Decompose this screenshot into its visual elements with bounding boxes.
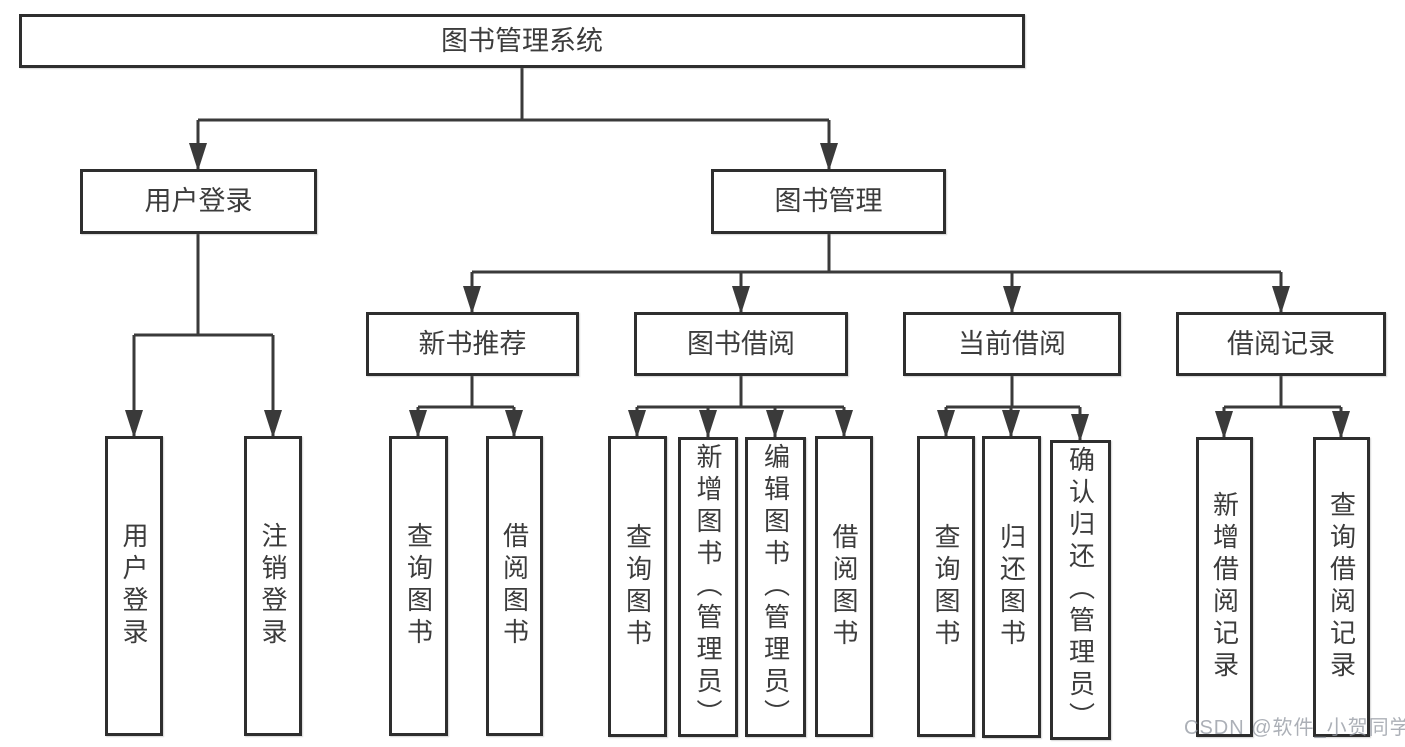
arrowhead xyxy=(1332,411,1350,439)
node-leaf-br-query-label: 查询借阅记录 xyxy=(1326,491,1357,683)
node-leaf-cb-query-label: 查询图书 xyxy=(931,522,961,651)
node-leaf-logout: 注销登录 xyxy=(244,436,302,736)
connector-book-borrow-to-leaves xyxy=(628,376,853,438)
arrowhead xyxy=(264,410,282,438)
node-leaf-user-login: 用户登录 xyxy=(105,436,163,736)
node-book-borrow: 图书借阅 xyxy=(634,312,848,376)
node-leaf-cb-confirm-label: 确认归还（管理员） xyxy=(1065,446,1096,734)
node-user-login: 用户登录 xyxy=(80,169,317,234)
node-leaf-user-login-label: 用户登录 xyxy=(119,522,149,650)
connector-line xyxy=(196,68,831,170)
arrowhead xyxy=(189,143,207,171)
connector-user-login-to-leaves xyxy=(125,234,282,438)
connector-line xyxy=(416,376,516,437)
arrowhead xyxy=(628,410,646,438)
arrowhead xyxy=(1215,411,1233,439)
arrowhead xyxy=(1071,414,1089,442)
node-book-mgmt: 图书管理 xyxy=(711,169,946,234)
connector-new-book-rec-to-leaves xyxy=(409,376,523,438)
node-leaf-bb-query-label: 查询图书 xyxy=(622,522,653,651)
arrowhead xyxy=(820,143,838,171)
node-leaf-rec-borrow: 借阅图书 xyxy=(486,436,543,736)
arrowhead xyxy=(937,410,955,438)
node-leaf-cb-return-label: 归还图书 xyxy=(996,523,1027,651)
arrowhead xyxy=(463,286,481,314)
node-leaf-bb-borrow-label: 借阅图书 xyxy=(829,522,859,651)
node-book-mgmt-label: 图书管理 xyxy=(774,186,883,216)
node-current-borrow-label: 当前借阅 xyxy=(958,328,1066,359)
node-leaf-bb-edit: 编辑图书（管理员） xyxy=(745,437,806,737)
node-root: 图书管理系统 xyxy=(19,14,1025,68)
node-leaf-cb-return: 归还图书 xyxy=(982,436,1041,738)
arrowhead xyxy=(505,410,523,438)
node-leaf-br-add-label: 新增借阅记录 xyxy=(1209,491,1240,683)
arrowhead xyxy=(409,410,427,438)
node-leaf-rec-borrow-label: 借阅图书 xyxy=(499,522,530,650)
connector-line xyxy=(132,234,275,437)
node-leaf-bb-edit-label: 编辑图书（管理员） xyxy=(760,443,791,731)
node-leaf-rec-query-label: 查询图书 xyxy=(403,522,434,650)
node-leaf-bb-add: 新增图书（管理员） xyxy=(678,437,738,737)
connector-borrow-records-to-leaves xyxy=(1215,376,1350,439)
connector-line xyxy=(470,234,1283,313)
node-current-borrow: 当前借阅 xyxy=(903,312,1121,376)
arrowhead xyxy=(1003,286,1021,314)
node-leaf-br-query: 查询借阅记录 xyxy=(1313,437,1370,737)
node-new-book-rec: 新书推荐 xyxy=(366,312,579,376)
arrowhead xyxy=(125,410,143,438)
connector-line xyxy=(1222,376,1343,438)
arrowhead xyxy=(699,410,717,438)
node-user-login-label: 用户登录 xyxy=(144,186,253,216)
connector-root-to-level2 xyxy=(189,68,838,171)
node-leaf-logout-label: 注销登录 xyxy=(258,522,288,650)
node-book-borrow-label: 图书借阅 xyxy=(687,328,795,359)
arrowhead xyxy=(766,410,784,438)
node-leaf-bb-borrow: 借阅图书 xyxy=(815,436,873,737)
node-leaf-br-add: 新增借阅记录 xyxy=(1196,437,1253,737)
arrowhead xyxy=(1002,410,1020,438)
connector-book-mgmt-to-level3 xyxy=(463,234,1290,314)
arrowhead xyxy=(835,410,853,438)
node-borrow-records-label: 借阅记录 xyxy=(1227,328,1335,359)
node-borrow-records: 借阅记录 xyxy=(1176,312,1386,376)
node-leaf-cb-query: 查询图书 xyxy=(917,436,975,737)
arrowhead xyxy=(732,286,750,314)
node-leaf-bb-query: 查询图书 xyxy=(608,436,667,737)
node-leaf-cb-confirm: 确认归还（管理员） xyxy=(1050,440,1111,740)
node-root-label: 图书管理系统 xyxy=(441,25,603,56)
node-leaf-bb-add-label: 新增图书（管理员） xyxy=(693,443,723,731)
arrowhead xyxy=(1272,286,1290,314)
node-leaf-rec-query: 查询图书 xyxy=(389,436,448,736)
connector-current-borrow-to-leaves xyxy=(937,376,1089,442)
node-new-book-rec-label: 新书推荐 xyxy=(418,328,527,359)
connector-line xyxy=(635,376,846,437)
